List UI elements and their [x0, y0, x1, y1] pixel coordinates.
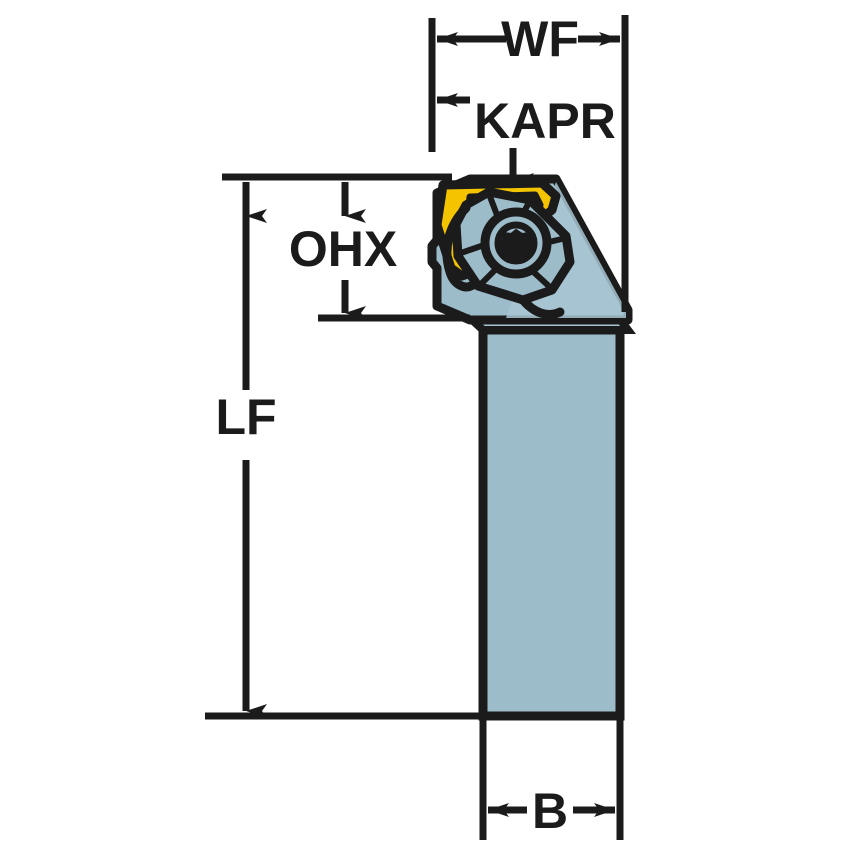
dimension-label-kapr: KAPR — [474, 93, 616, 149]
dimension-kapr: KAPR — [437, 93, 616, 187]
clamp-hook — [442, 203, 479, 292]
dimension-wf: WF — [428, 11, 629, 312]
clamp-lower-arm — [518, 295, 565, 319]
tool-body-group — [427, 174, 636, 721]
dimension-label-lf: LF — [215, 389, 276, 445]
dimension-label-ohx: OHX — [289, 221, 397, 277]
torx-drive-icon — [498, 229, 535, 261]
tool-shank — [478, 325, 625, 721]
dimension-label-b: B — [532, 783, 568, 839]
dimension-b: B — [479, 700, 624, 840]
dimension-label-wf: WF — [501, 11, 579, 67]
dimension-lf: LF — [205, 173, 500, 720]
